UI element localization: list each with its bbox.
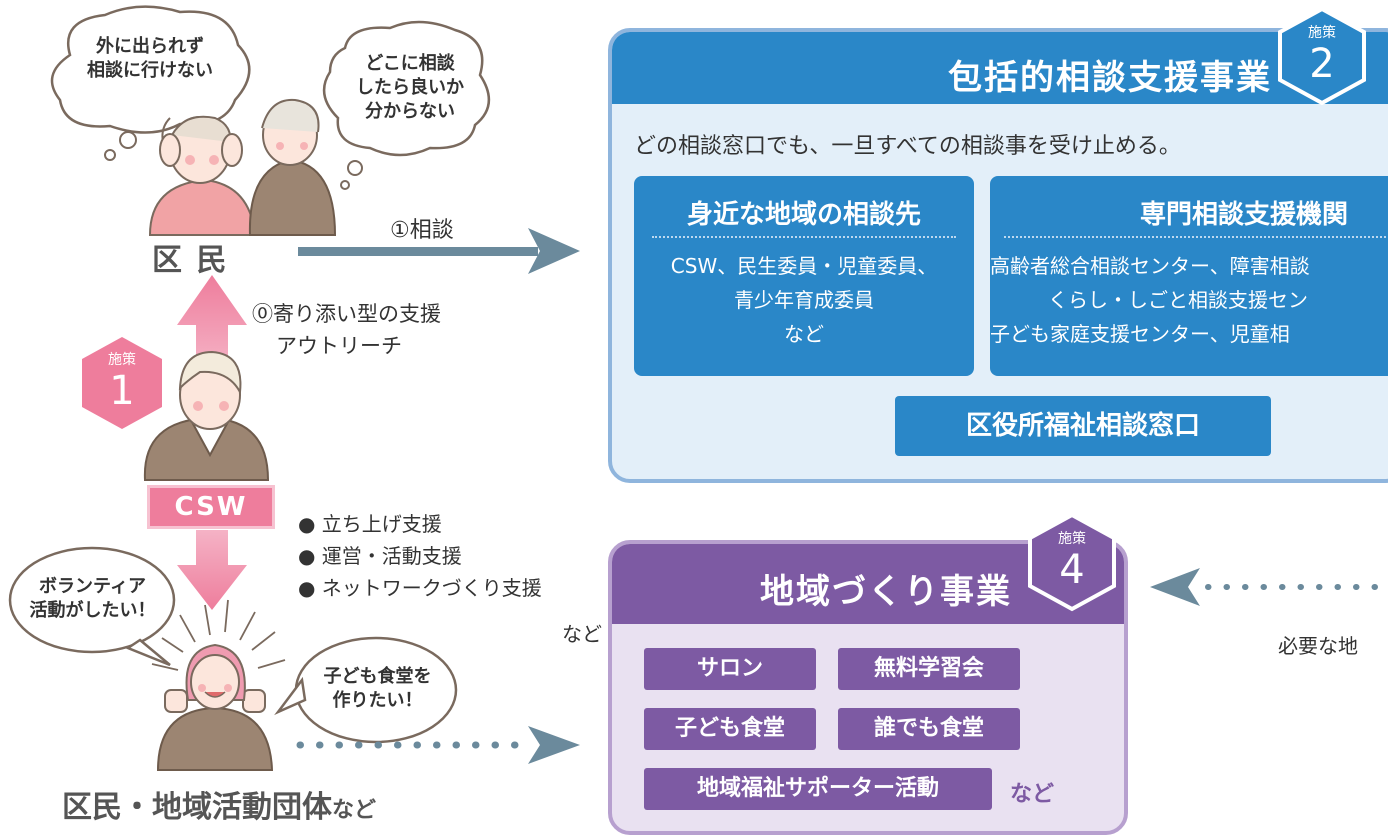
thought-text-left: 外に出られず 相談に行けない xyxy=(70,35,230,83)
hexagon-icon xyxy=(82,337,162,429)
tag-everyone-cafeteria: 誰でも食堂 xyxy=(838,708,1020,750)
outreach-line-2: アウトリーチ xyxy=(276,334,402,358)
policy-badge-2-number: 2 xyxy=(1309,41,1335,87)
blue-panel-subtitle: どの相談窓口でも、一旦すべての相談事を受け止める。 xyxy=(634,134,1181,159)
support-down-arrow xyxy=(177,530,247,610)
local-card-line: など xyxy=(784,322,824,346)
speech-bubble-volunteer xyxy=(8,546,176,667)
support-etc: など xyxy=(562,622,602,646)
thought-bubble-right xyxy=(322,20,490,190)
thought-line-2: したら良いか xyxy=(356,77,464,98)
dotted-arrow-to-purple xyxy=(296,726,580,764)
policy-badge-2: 施策 2 xyxy=(1276,6,1368,106)
policy-badge-1: 施策 1 xyxy=(80,335,164,431)
csw-person xyxy=(143,350,270,481)
local-card-line: 青少年育成委員 xyxy=(734,288,874,312)
policy-badge-2-label: 施策 xyxy=(1308,25,1336,41)
tag-kids-cafeteria: 子ども食堂 xyxy=(644,708,816,750)
ward-office-window: 区役所福祉相談窓口 xyxy=(895,396,1271,456)
thought-text-right: どこに相談 したら良いか 分からない xyxy=(335,52,485,124)
purple-panel-title: 地域づくり事業 xyxy=(760,572,1012,612)
hexagon-icon xyxy=(1028,512,1116,612)
policy-badge-4-number: 4 xyxy=(1059,547,1085,593)
thought-line-1: どこに相談 xyxy=(365,53,455,74)
community-building-panel: 地域づくり事業 サロン 無料学習会 子ども食堂 誰でも食堂 地域福祉サポーター活… xyxy=(608,540,1128,835)
outreach-text: ⓪寄り添い型の支援 アウトリーチ xyxy=(252,298,441,362)
blue-panel-header xyxy=(612,32,1388,104)
tag-free-study: 無料学習会 xyxy=(838,648,1020,690)
tag-welfare-supporter: 地域福祉サポーター活動 xyxy=(644,768,992,810)
policy-badge-4-label: 施策 xyxy=(1058,531,1086,547)
speech-bubble-kids-cafeteria xyxy=(274,636,458,744)
local-card-line: CSW、民生委員・児童委員、 xyxy=(670,254,938,278)
thought-line-1: 外に出られず xyxy=(96,36,204,57)
support-list: ● 立ち上げ支援 ● 運営・活動支援 ● ネットワークづくり支援 xyxy=(298,508,542,604)
policy-badge-1-number: 1 xyxy=(109,368,135,414)
dotted-arrow-from-right xyxy=(1150,568,1388,606)
csw-label: CSW xyxy=(174,492,248,522)
purple-etc: など xyxy=(1010,782,1055,807)
support-item: ● 立ち上げ支援 xyxy=(298,512,442,536)
specialist-card-line: くらし・しごと相談支援セン xyxy=(1048,288,1308,312)
community-member-person xyxy=(151,599,286,771)
speech-text-kids-cafeteria: 子ども食堂を 作りたい！ xyxy=(300,665,455,713)
hexagon-icon xyxy=(1278,6,1366,106)
resident-elderly-person xyxy=(248,98,337,236)
specialist-card-title: 専門相談支援機関 xyxy=(1140,200,1349,230)
right-note: 必要な地 xyxy=(1278,634,1358,658)
consult-arrow xyxy=(298,228,580,274)
groups-label-suffix: など xyxy=(332,798,377,823)
local-card-divider xyxy=(652,236,956,238)
groups-label: 区民・地域活動団体など xyxy=(62,782,376,826)
thought-line-3: 分からない xyxy=(365,101,455,122)
local-card-title: 身近な地域の相談先 xyxy=(686,200,921,230)
specialist-card-line: 子ども家庭支援センター、児童相 xyxy=(990,322,1290,346)
speech-line-1: ボランティア xyxy=(39,576,146,597)
resident-worried-person xyxy=(148,115,257,236)
speech-line-2: 作りたい！ xyxy=(332,690,423,711)
residents-label: 区 民 xyxy=(152,243,229,278)
comprehensive-consultation-panel: 包括的相談支援事業 どの相談窓口でも、一旦すべての相談事を受け止める。 身近な地… xyxy=(608,28,1388,483)
specialist-card-line: 高齢者総合相談センター、障害相談 xyxy=(990,254,1310,278)
tag-salon: サロン xyxy=(644,648,816,690)
policy-badge-1-label: 施策 xyxy=(108,352,136,368)
thought-line-2: 相談に行けない xyxy=(87,60,213,81)
outreach-line-1: ⓪寄り添い型の支援 xyxy=(252,302,441,326)
blue-panel-title: 包括的相談支援事業 xyxy=(948,58,1272,98)
speech-line-2: 活動がしたい！ xyxy=(29,600,156,621)
local-consult-card: 身近な地域の相談先 CSW、民生委員・児童委員、 青少年育成委員 など xyxy=(634,176,974,376)
support-item: ● 運営・活動支援 xyxy=(298,544,462,568)
speech-text-volunteer: ボランティア 活動がしたい！ xyxy=(15,575,170,623)
specialist-card-divider xyxy=(1004,236,1388,238)
thought-bubble-left xyxy=(50,5,251,161)
outreach-up-arrow xyxy=(177,275,247,370)
speech-line-1: 子ども食堂を xyxy=(323,666,432,687)
support-item: ● ネットワークづくり支援 xyxy=(298,576,542,600)
csw-label-box: CSW xyxy=(147,485,275,529)
consult-label: ①相談 xyxy=(390,218,454,243)
groups-label-main: 区民・地域活動団体 xyxy=(62,790,332,825)
specialist-consult-card: 専門相談支援機関 高齢者総合相談センター、障害相談 くらし・しごと相談支援セン … xyxy=(990,176,1388,376)
policy-badge-4: 施策 4 xyxy=(1026,512,1118,612)
